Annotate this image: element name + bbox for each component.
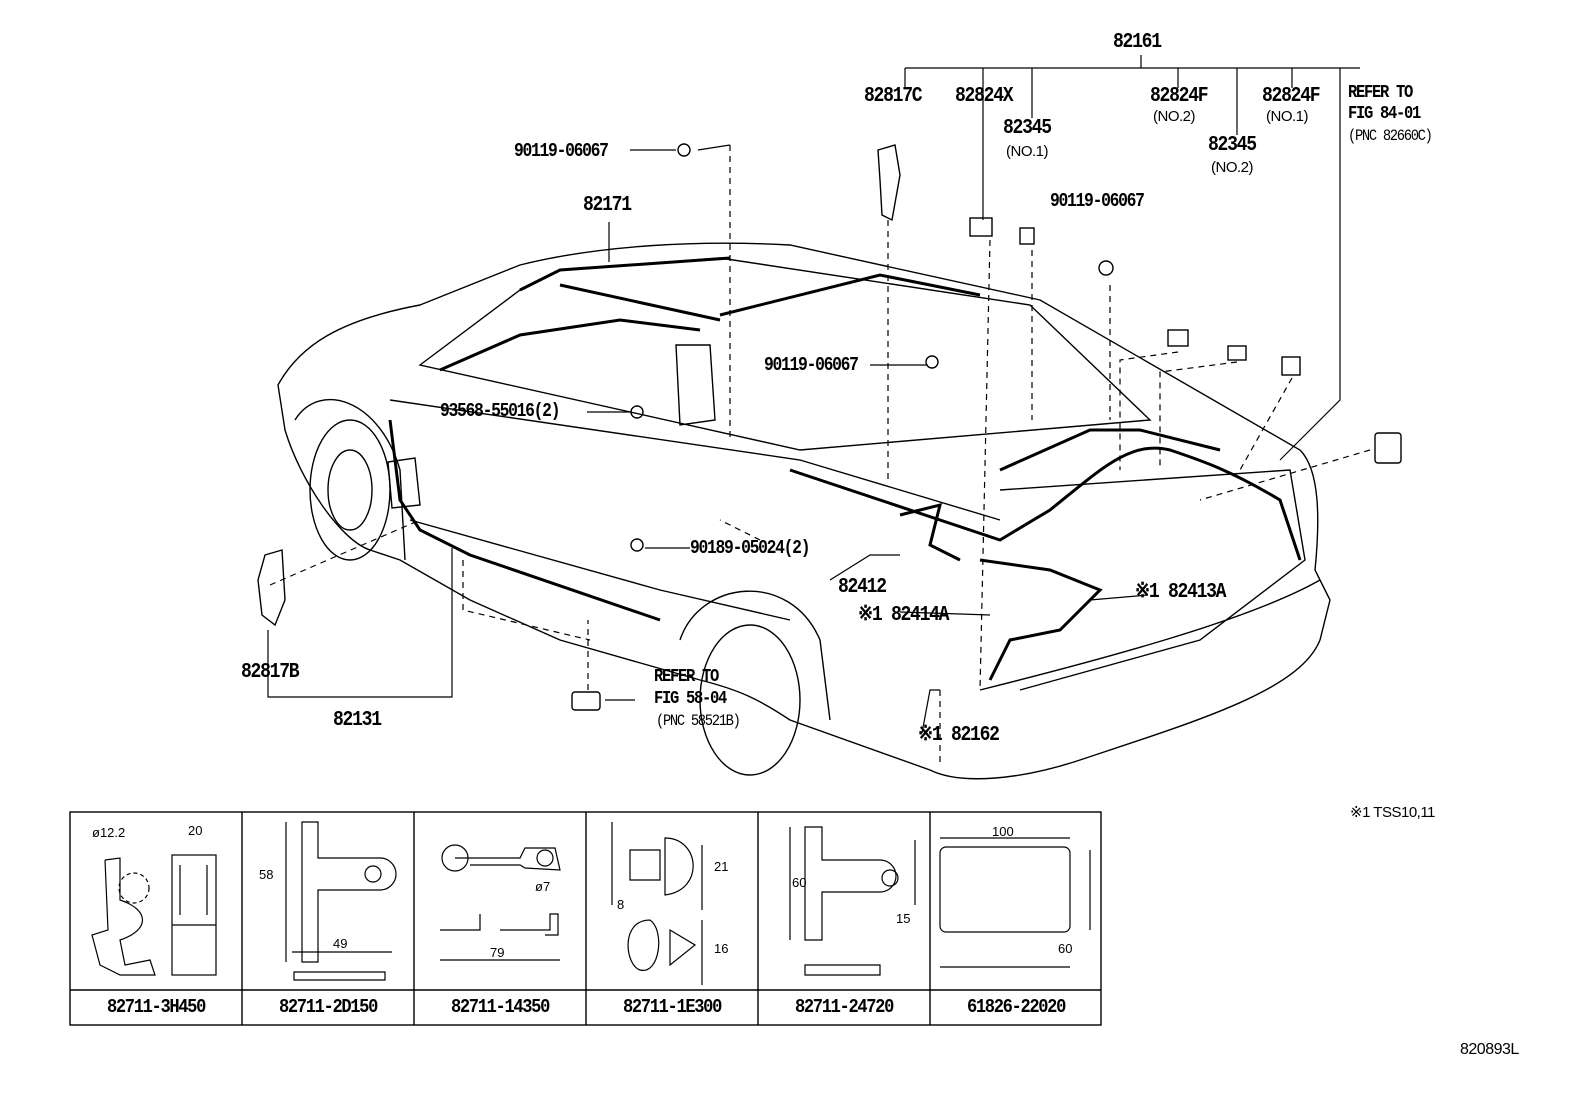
dim-p1-dia: ø12.2 [92,825,126,840]
harness-82131 [388,318,701,622]
car-bumper [979,579,1321,691]
car-door-line [389,399,1001,521]
table-part-number: 82711-2D150 [278,996,378,1018]
clip-1e300-sketch [611,822,703,985]
callout-82171: 82171 [583,194,632,217]
label-61826-sketch [939,846,1071,933]
harness-82171 [519,256,981,322]
dim-p6-h: 60 [1058,941,1073,956]
callout-bolt-90119-c: 90119-06067 [764,354,859,376]
clip-90189 [630,538,644,552]
connector-82824F-no2 [1167,329,1189,347]
dim-p4-b: 16 [714,941,729,956]
callout-90189: 90189-05024(2) [690,537,811,559]
dim-p1-w: 20 [188,823,203,838]
refer-fig58-pnc: (PNC 58521B) [656,712,741,730]
refer-fig84-line1: REFER TO [1348,83,1413,103]
car-sill [409,519,791,621]
callout-82162: ※1 82162 [918,724,1000,747]
callout-bolt-90119-a: 90119-06067 [514,140,609,162]
clip-24720-sketch [789,826,916,976]
parts-table-grid [69,811,1102,1026]
callout-82161: 82161 [1113,31,1162,54]
ecu-block [675,344,716,426]
harness-82414A [979,558,1103,681]
car-body-outline [277,242,1331,780]
dim-p2-w: 49 [333,936,348,951]
harness-82412 [899,502,961,562]
dim-p3-w: 79 [490,945,505,960]
clip-93568 [630,405,644,419]
dim-p4-a: 8 [617,897,625,912]
callout-82345-no2: 82345 [1208,134,1257,157]
front-wheel-arch [294,398,406,561]
grommet-58521B [571,691,601,711]
callout-82345-no1: 82345 [1003,117,1052,140]
connector-82345-no2 [1227,345,1247,361]
callout-bolt-90119-b: 90119-06067 [1050,190,1145,212]
table-part-number: 82711-24720 [794,996,894,1018]
callout-82345-no2-sub: (NO.2) [1211,159,1254,176]
refer-fig84-pnc: (PNC 82660C) [1348,127,1433,145]
callout-82817C: 82817C [864,85,923,108]
leader-lines [267,55,1360,734]
table-part-number: 82711-3H450 [106,996,206,1018]
bolt-90119-a [677,143,691,157]
rear-wheel [699,624,801,776]
callout-82824F-no2-sub: (NO.2) [1153,108,1196,125]
callout-82824F-no2: 82824F [1150,85,1209,108]
bracket-82817B [257,549,286,627]
callout-82824F-no1-sub: (NO.1) [1266,108,1309,125]
figure-id: 820893L [1460,1041,1519,1058]
bolt-90119-b [1098,260,1114,276]
bracket-82817C [877,144,901,222]
dim-p5-h: 60 [792,875,807,890]
callout-82131: 82131 [333,709,382,732]
table-part-number: 82711-14350 [450,996,550,1018]
dashed-guides [269,145,1371,765]
clip-14350-sketch [440,847,561,961]
callout-82824F-no1: 82824F [1262,85,1321,108]
car-trunk [999,469,1306,691]
connector-82345-no1 [1019,227,1035,245]
dim-p6-w: 100 [992,824,1014,839]
dim-p4-h: 21 [714,859,729,874]
refer-fig58-line1: REFER TO [654,667,719,687]
callout-82412: 82412 [838,576,887,599]
connector-82824X [969,217,993,237]
dim-p5-b: 15 [896,911,911,926]
table-part-number: 82711-1E300 [622,996,722,1018]
callout-82413A: ※1 82413A [1135,581,1227,604]
dim-p2-h: 58 [259,867,274,882]
connector-82824F-no1 [1281,356,1301,376]
clip-3h450-sketch [91,857,156,976]
dim-p3-d: ø7 [535,879,551,894]
harness-82161 [789,428,1302,561]
refer-fig58-line2: FIG 58-04 [654,689,727,709]
clip-2d150-sketch [301,821,397,963]
callout-93568: 93568-55016(2) [440,400,561,422]
refer-fig84-line2: FIG 84-01 [1348,104,1421,124]
callout-82817B: 82817B [241,661,300,684]
callout-82345-no1-sub: (NO.1) [1006,143,1049,160]
table-part-number: 61826-22020 [966,996,1066,1018]
callout-82414A: ※1 82414A [858,604,950,627]
front-wheel [309,419,391,561]
rear-wheel-arch [679,590,831,721]
relay-block [387,457,421,509]
table-sketches [91,821,1091,985]
connector-82660C [1374,432,1402,464]
bolt-90119-c [925,355,939,369]
footnote-tss: ※1 TSS10,11 [1350,804,1435,821]
callout-82824X: 82824X [955,85,1014,108]
